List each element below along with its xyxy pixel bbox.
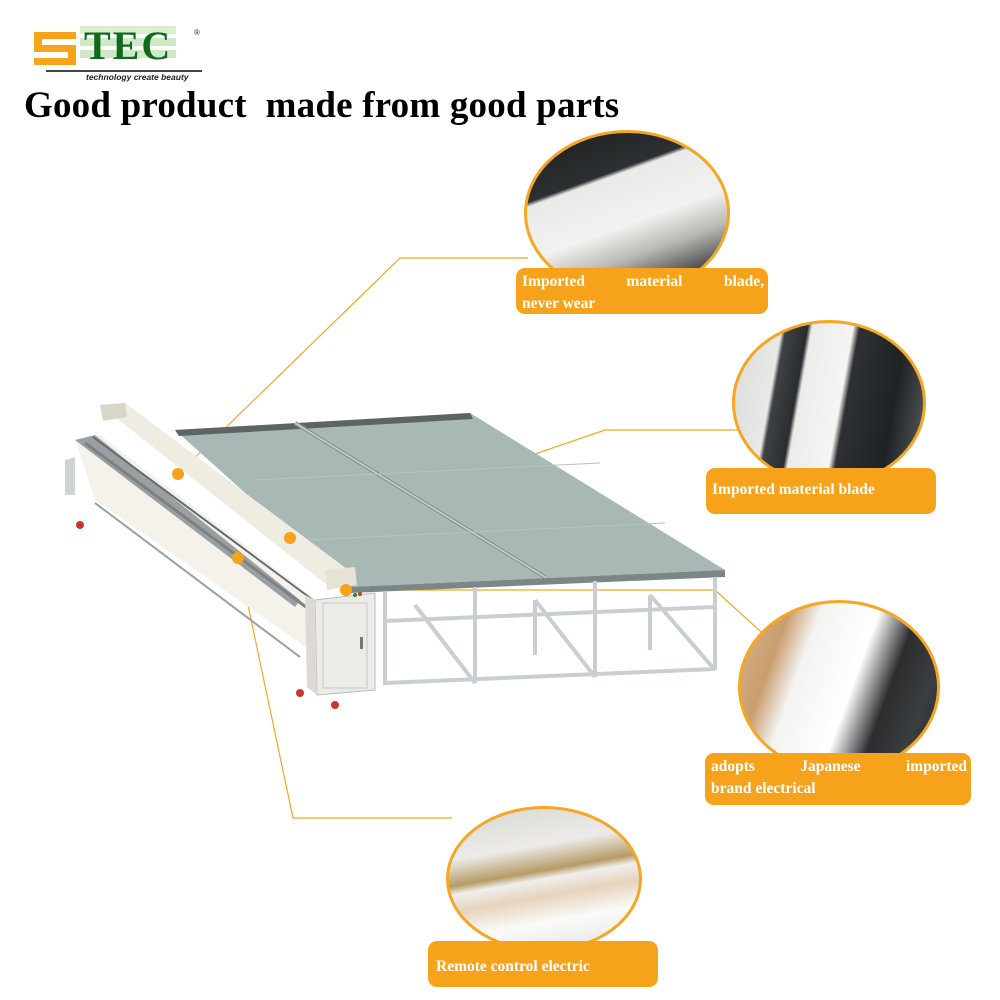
logo-divider (46, 70, 202, 72)
label-line: Imported material blade, (522, 273, 764, 290)
logo-text: TEC (80, 26, 177, 66)
label-line: brand electrical (711, 780, 816, 797)
label-line: adopts Japanese imported (711, 758, 967, 775)
label-line: Imported material blade (712, 481, 875, 498)
callout-label-remote: Remote control electric (428, 941, 658, 987)
cutting-machine-illustration (65, 403, 725, 709)
callout-label-electrical: adopts Japanese imported brand electrica… (705, 753, 971, 805)
page-headline: Good product made from good parts (24, 85, 620, 126)
registered-mark: ® (194, 28, 200, 37)
callout-dot-blade[interactable] (284, 532, 296, 544)
brand-logo: TEC ® technology create beauty (34, 26, 204, 82)
logo-tagline: technology create beauty (86, 72, 189, 82)
callout-dot-beam[interactable] (172, 468, 184, 480)
label-line: never wear (522, 295, 596, 312)
logo-mark-icon (34, 32, 76, 66)
label-line: Remote control electric (436, 958, 590, 975)
callout-label-blade-beam: Imported material blade, never wear (516, 268, 768, 314)
callout-image-blade (732, 320, 926, 486)
callout-image-electrical (738, 600, 940, 774)
callout-image-remote (446, 806, 642, 952)
callout-label-blade: Imported material blade (706, 468, 936, 514)
callout-dot-remote[interactable] (232, 552, 244, 564)
callout-dot-electrical[interactable] (340, 584, 352, 596)
